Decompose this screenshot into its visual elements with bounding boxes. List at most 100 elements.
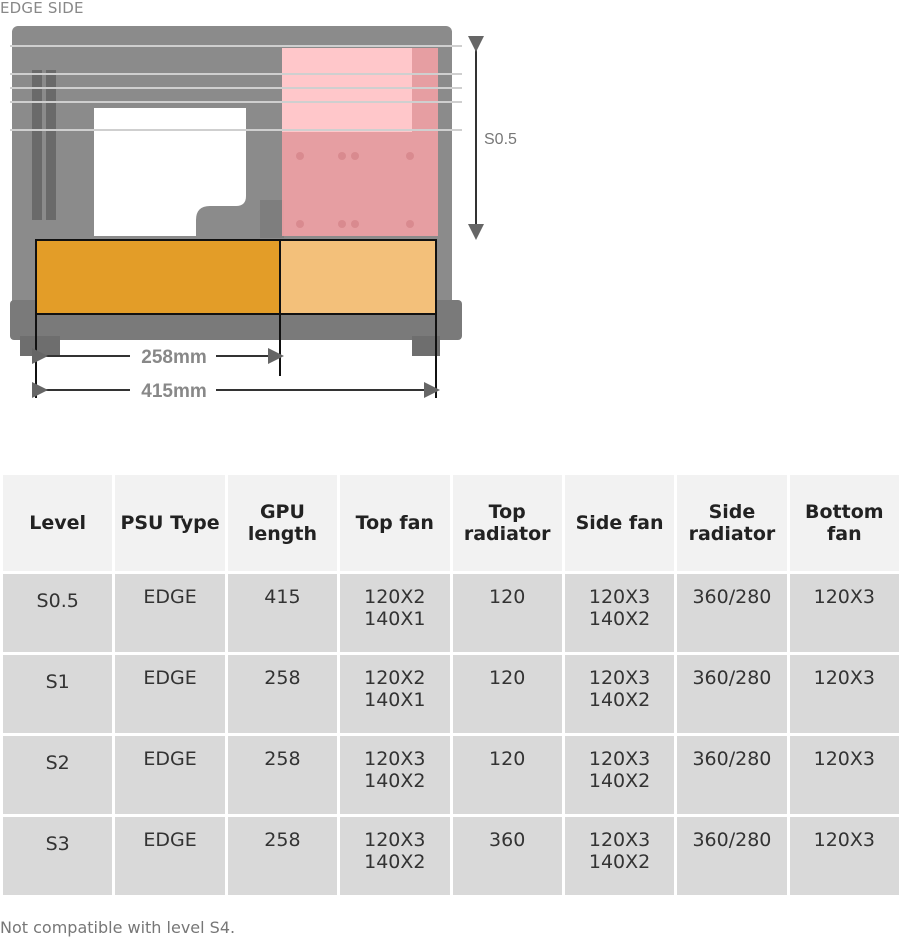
cell-text: 140X1: [364, 608, 426, 630]
cell-text: 360/280: [692, 667, 772, 689]
column-header: Side fan: [564, 475, 675, 571]
column-header-text: PSU Type: [120, 512, 220, 534]
cell-text: EDGE: [143, 829, 197, 851]
cell-text: 258: [264, 667, 301, 689]
table-cell: 120X3: [789, 817, 899, 895]
radiator-zone: [282, 48, 438, 236]
cell-text: 120X3: [813, 829, 875, 851]
cell-text: 140X1: [364, 689, 426, 711]
cell-text: 120X3: [813, 748, 875, 770]
column-header-text: GPU: [259, 501, 305, 523]
table-cell: 360/280: [677, 655, 787, 733]
table-cell: 120: [452, 736, 562, 814]
cell-text: 360/280: [692, 829, 772, 851]
gpu-dimension-long: 415mm: [32, 381, 440, 402]
table-cell: 415: [227, 574, 338, 652]
column-header-text: Side fan: [575, 512, 664, 534]
cell-text: S1: [45, 671, 70, 693]
column-header-text: radiator: [688, 523, 776, 545]
table-cell: 258: [227, 817, 338, 895]
cell-text: 360/280: [692, 586, 772, 608]
table-cell: 360: [452, 817, 562, 895]
cell-text: EDGE: [143, 667, 197, 689]
table-cell: S1: [3, 655, 113, 733]
table-cell: EDGE: [115, 655, 225, 733]
cell-text: 120X3: [588, 586, 651, 608]
case-window: [94, 108, 246, 236]
gpu-length-label-long: 415mm: [141, 381, 207, 402]
cell-text: 120: [489, 667, 526, 689]
table-cell: 120X3: [789, 655, 899, 733]
table-cell: 258: [227, 655, 338, 733]
table-cell: 120X3: [789, 574, 899, 652]
table-cell: EDGE: [115, 574, 225, 652]
column-header: Level: [3, 475, 113, 571]
cell-text: S2: [45, 752, 70, 774]
diagram-title: EDGE SIDE: [0, 0, 84, 17]
cell-text: S0.5: [36, 590, 79, 612]
table-cell: S0.5: [3, 574, 113, 652]
cell-text: 120X3: [364, 748, 426, 770]
table-cell: 120: [452, 574, 562, 652]
gpu-dimension-short: 258mm: [32, 347, 284, 368]
table-cell: 120X3: [789, 736, 899, 814]
vent-slots: [32, 70, 56, 220]
cell-text: 120X3: [588, 748, 651, 770]
column-header-text: Level: [29, 512, 87, 534]
cell-text: 140X2: [588, 770, 651, 792]
table-cell: EDGE: [115, 817, 225, 895]
column-header-text: Top fan: [355, 512, 434, 534]
cell-text: 120X2: [364, 667, 426, 689]
cell-text: 360: [489, 829, 526, 851]
column-header-text: fan: [827, 523, 862, 545]
table-cell: 120: [452, 655, 562, 733]
cell-text: 120X3: [813, 667, 875, 689]
footnote: Not compatible with level S4.: [0, 918, 236, 937]
height-dimension: S0.5: [468, 36, 517, 240]
table-cell: 360/280: [677, 574, 787, 652]
column-header: PSU Type: [115, 475, 225, 571]
column-header-text: length: [247, 523, 317, 545]
cell-text: 140X2: [588, 851, 651, 873]
cell-text: 120X3: [588, 667, 651, 689]
column-header-text: Side: [708, 501, 756, 523]
gpu-length-label-short: 258mm: [141, 347, 207, 368]
table-cell: S3: [3, 817, 113, 895]
column-header: Top fan: [340, 475, 450, 571]
cell-text: 360/280: [692, 748, 772, 770]
table-cell: S2: [3, 736, 113, 814]
cell-text: 120X3: [813, 586, 875, 608]
table-cell: 258: [227, 736, 338, 814]
cell-text: 258: [264, 829, 301, 851]
column-header-text: radiator: [463, 523, 551, 545]
cell-text: 140X2: [588, 689, 651, 711]
cell-text: 120: [489, 586, 526, 608]
table-cell: 360/280: [677, 736, 787, 814]
cell-text: 120X3: [364, 829, 426, 851]
cell-text: 415: [264, 586, 301, 608]
cell-text: 140X2: [588, 608, 651, 630]
cell-text: 120X2: [364, 586, 426, 608]
table-cell: 360/280: [677, 817, 787, 895]
cell-text: 120X3: [588, 829, 651, 851]
cell-text: 140X2: [364, 851, 426, 873]
table-cell: EDGE: [115, 736, 225, 814]
